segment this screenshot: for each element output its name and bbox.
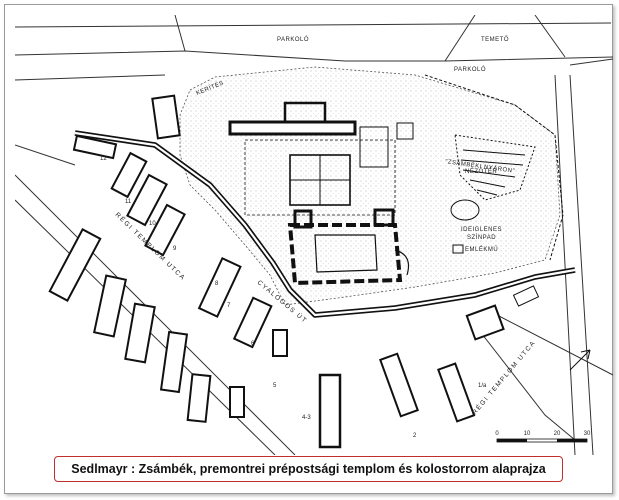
house-number: 11 [125,199,132,205]
house-number: 10 [149,221,156,227]
label-parkolo-top: PARKOLÓ [277,36,309,43]
house-number: 2 [413,433,417,439]
figure-caption: Sedlmayr : Zsámbék, premontrei prépostsá… [54,456,563,482]
enclosure-wall [74,74,576,318]
label-temeto: TEMETŐ [481,36,509,43]
scale-label: 10 [524,431,531,437]
house-number: 8 [215,281,219,287]
house-number: 7 [227,303,231,309]
label-parkolo-right: PARKOLÓ [454,66,486,73]
house-number: 6 [251,341,255,347]
scale-label: 0 [495,431,499,437]
label-emlekmu: EMLÉKMŰ [465,246,498,253]
scale-label: 30 [584,431,591,437]
label-street-right: RÉGI TEMPLOM UTCA [470,338,538,416]
auditorium [450,134,536,254]
houses [48,94,540,449]
north-arrow-icon [569,349,591,371]
house-number: 1/a [478,383,487,389]
house-number: 9 [173,246,177,252]
house-number: 12 [100,156,107,162]
label-szabadteri-2: NÉZŐTÉR [465,168,497,175]
church-ruins [228,101,414,286]
scale-bar: 0 10 20 30 [495,431,591,443]
road-lines [15,15,613,455]
label-ideiglenes-1: IDEIGLENES [461,227,502,233]
site-plan: PARKOLÓ TEMETŐ PARKOLÓ KERÍTÉS "ZSÁMBÉKI… [15,15,613,455]
house-number: 5 [273,383,277,389]
house-number: 4-3 [302,415,311,421]
figure-frame: PARKOLÓ TEMETŐ PARKOLÓ KERÍTÉS "ZSÁMBÉKI… [4,4,613,494]
scale-label: 20 [554,431,561,437]
label-ideiglenes-2: SZÍNPAD [467,234,496,241]
